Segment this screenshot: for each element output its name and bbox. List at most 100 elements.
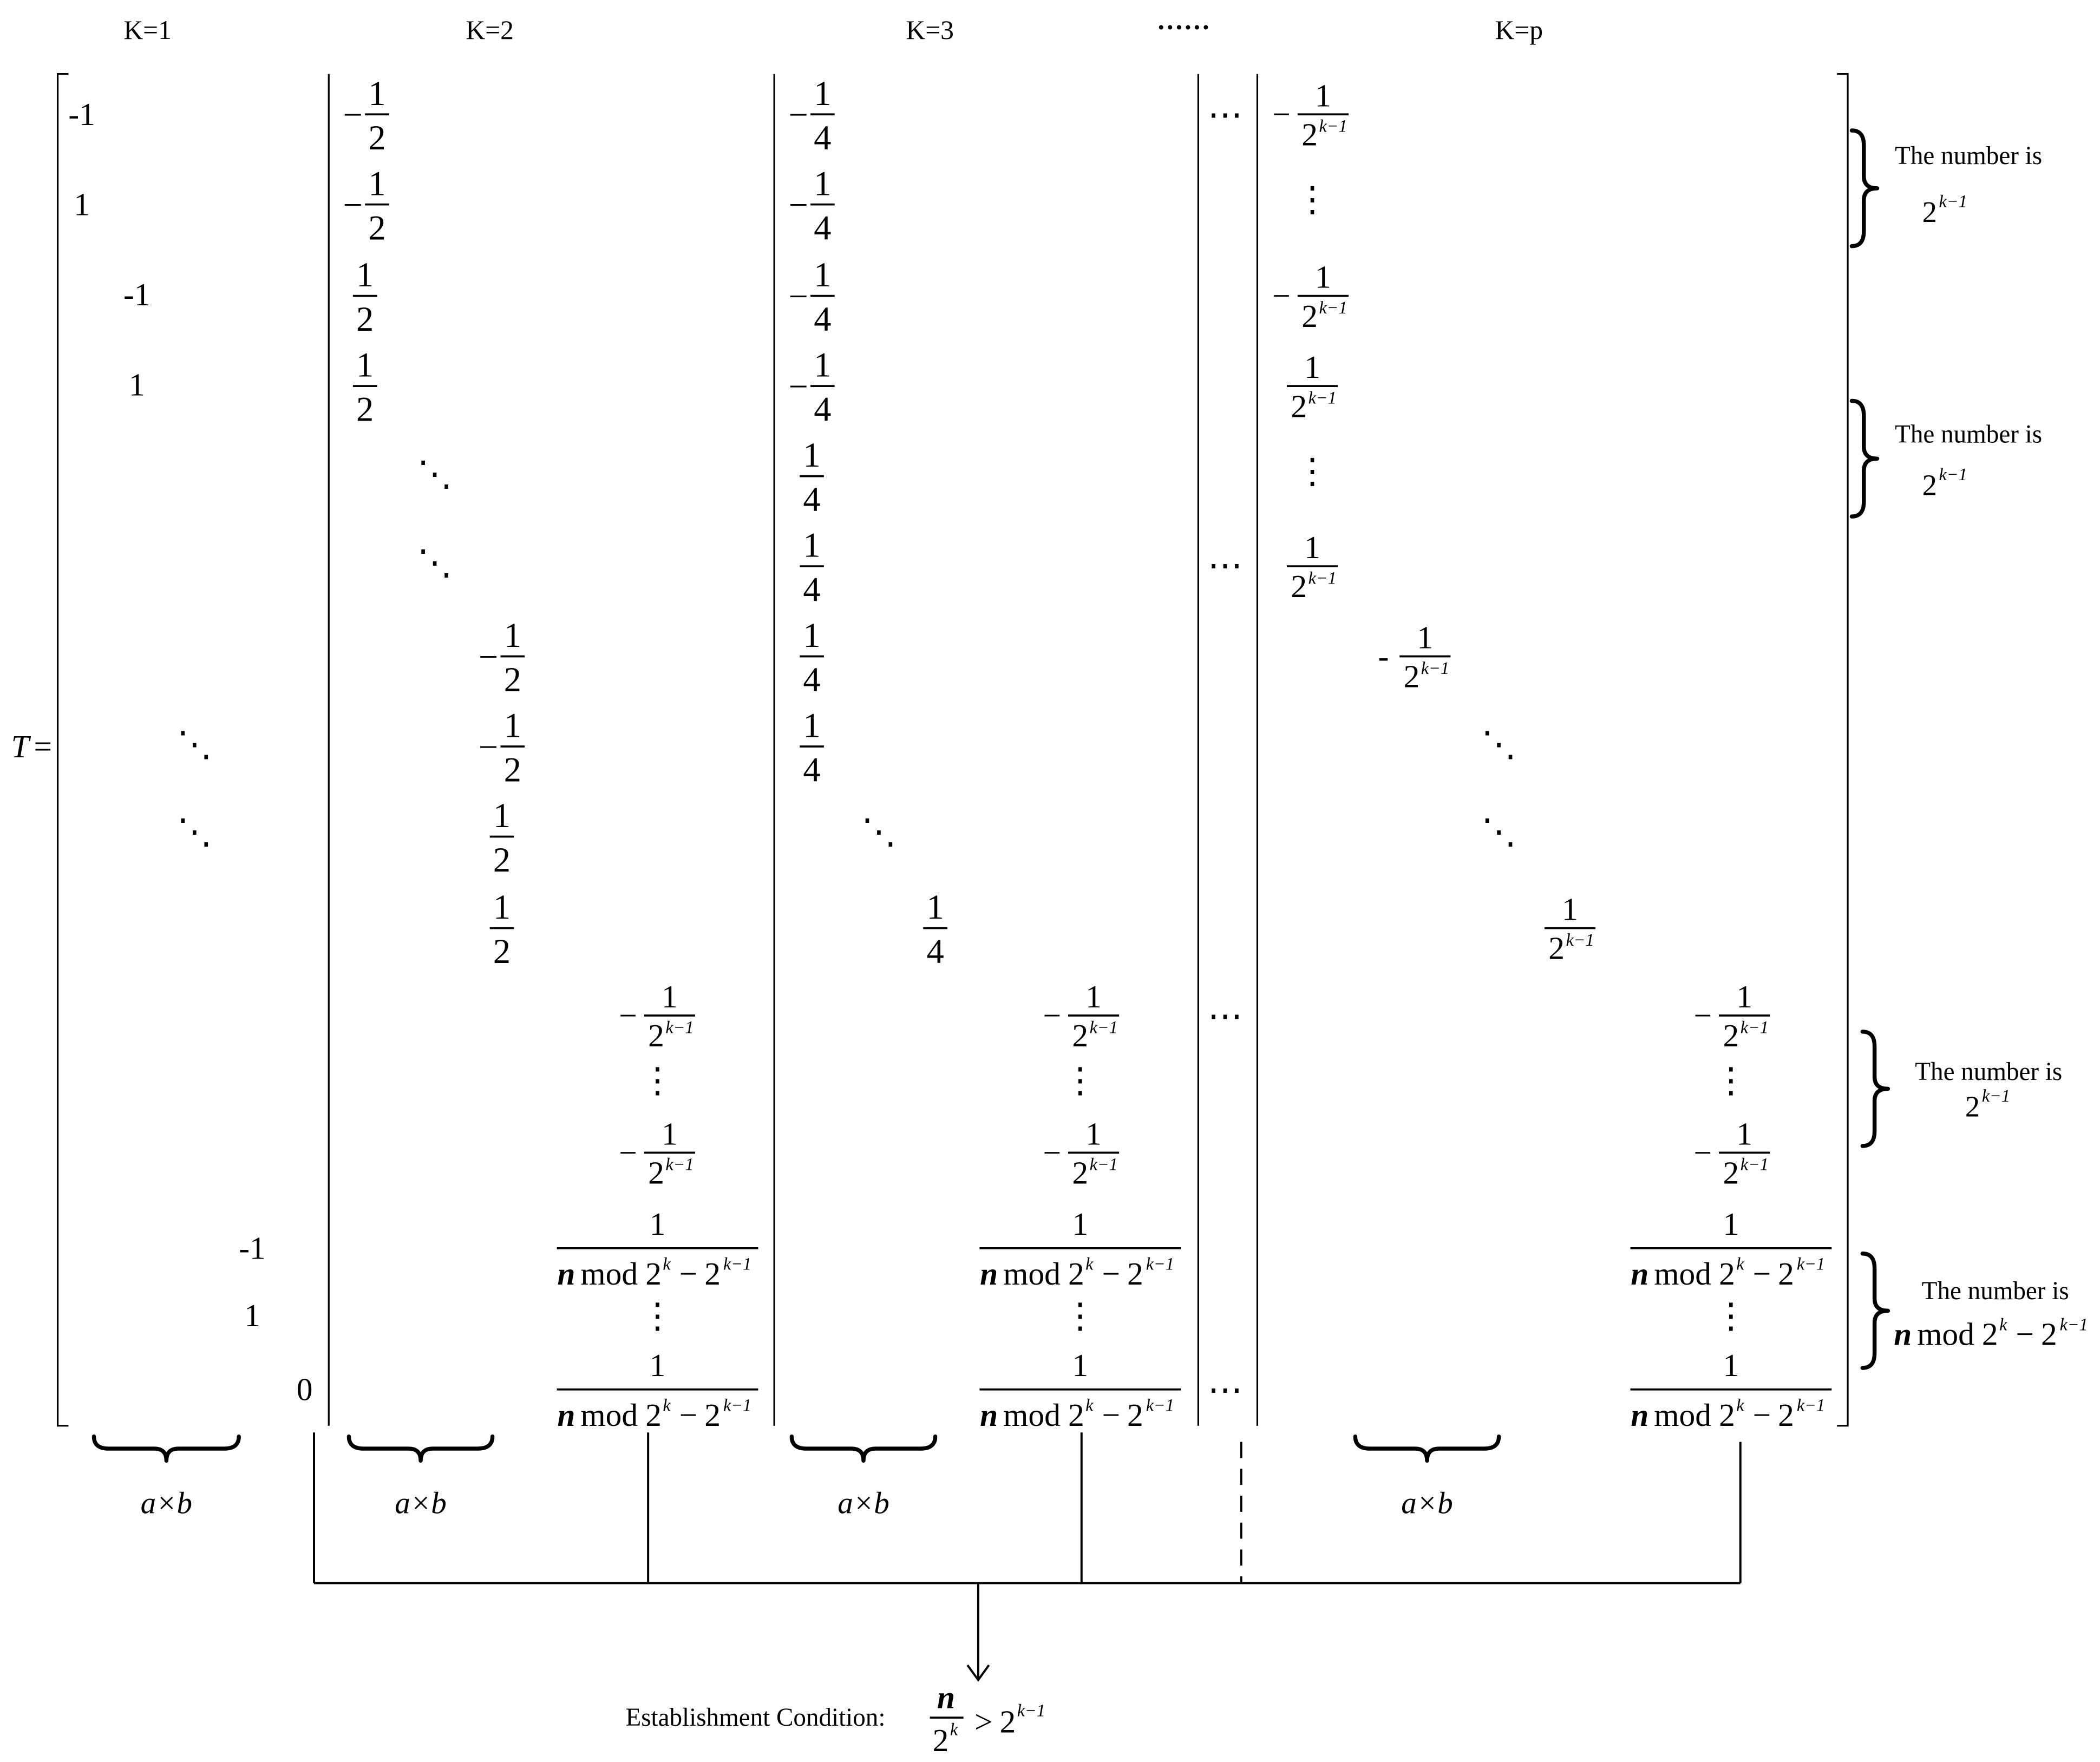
power-exponent: k−1 (1982, 1086, 2010, 1105)
fraction-denominator: 2 (493, 841, 511, 879)
power-base: 2 (1548, 931, 1565, 966)
fraction-numerator: 1 (1723, 1347, 1739, 1383)
power-exponent: k−1 (2060, 1314, 2088, 1334)
header-kp: K=p (1495, 15, 1543, 45)
power-exponent: k (1085, 1254, 1094, 1274)
matrix-entry: 1 (129, 366, 145, 402)
fraction-sign: − (1272, 96, 1291, 132)
fraction-numerator: 1 (1736, 1116, 1752, 1151)
power-exponent: k−1 (1939, 464, 1967, 484)
matrix-entry: −12 (479, 616, 525, 699)
power-exponent: k−1 (1319, 116, 1347, 135)
matrix-entry: ⋱ (417, 542, 452, 583)
fraction-denominator: 4 (814, 300, 831, 338)
fraction-numerator: 1 (1085, 1116, 1102, 1151)
matrix-entry: 1 (244, 1298, 260, 1333)
right-bracket (1837, 73, 1849, 1427)
fraction-sign: − (789, 277, 808, 316)
matrix-entry: ⋮ (1713, 1060, 1748, 1101)
matrix-entry: ⋱ (177, 811, 212, 852)
power-base: 2 (1778, 1397, 1794, 1433)
matrix-entry: 14 (800, 436, 824, 519)
fraction-numerator: 1 (1736, 979, 1752, 1014)
fraction: 14 (800, 706, 824, 789)
mod-variable-n: n (980, 1397, 998, 1433)
power-exponent: k−1 (665, 1017, 694, 1037)
matrix-entry: ⋮ (1063, 1295, 1097, 1336)
power-base: 2 (1291, 568, 1307, 604)
matrix-entry: ⋮ (640, 1060, 675, 1101)
fraction-numerator: 1 (803, 526, 820, 565)
matrix-value: -1 (239, 1230, 266, 1266)
minus-sign: − (1753, 1256, 1771, 1292)
block-size-label: a×b (141, 1486, 192, 1520)
connector-lines (313, 1432, 1742, 1682)
fraction-numerator: 1 (1723, 1206, 1739, 1242)
greater-than-sign: > (974, 1704, 993, 1739)
fraction-sign: − (343, 95, 363, 134)
matrix-entry: ⋯ (1208, 545, 1242, 586)
fraction-sign: − (1043, 1135, 1061, 1170)
matrix-entry: −12 (479, 706, 525, 789)
fraction-numerator: 1 (650, 1206, 666, 1242)
matrix-block-mid: ⋯⋯⋯⋯ (1208, 94, 1242, 1410)
ellipsis-dots: ⋱ (1481, 811, 1516, 852)
fraction: 12 (489, 888, 514, 971)
power-base: 2 (1000, 1704, 1016, 1739)
power-exponent: k−1 (665, 1155, 694, 1174)
ellipsis-dots: ⋱ (861, 811, 896, 852)
fraction-numerator: 1 (1417, 620, 1433, 656)
fraction-sign: − (619, 998, 637, 1033)
power-exponent: k−1 (1309, 568, 1337, 587)
fraction-numerator: 1 (662, 979, 678, 1014)
matrix-entry: 14 (800, 706, 824, 789)
annotation-label: The number is (1922, 1277, 2069, 1305)
power-base: 2 (1719, 1256, 1735, 1292)
matrix-entry: ⋱ (177, 724, 212, 764)
fraction: −12 (479, 616, 525, 699)
matrix-value: 0 (297, 1372, 313, 1407)
power-base: 2 (1072, 1018, 1088, 1053)
fraction-denominator: 2 (368, 208, 385, 247)
fraction-sign: − (789, 95, 808, 134)
matrix-entry: ⋱ (1481, 811, 1516, 852)
annotation-label: The number is (1895, 420, 2042, 448)
fraction-numerator: 1 (814, 346, 831, 384)
fraction-numerator: 1 (803, 616, 820, 654)
fraction-denominator: 2 (368, 119, 385, 157)
power-exponent: k−1 (1797, 1254, 1825, 1274)
fraction-numerator: 1 (1072, 1206, 1088, 1242)
block-size-brace: a×b (346, 1434, 495, 1520)
matrix-entry: ⋮ (640, 1295, 675, 1336)
fraction-numerator: 1 (1072, 1347, 1088, 1383)
power-base: 2 (1965, 1090, 1980, 1123)
minus-sign: − (1753, 1397, 1771, 1433)
mod-variable-n: n (557, 1397, 575, 1433)
fraction-denominator: 4 (803, 751, 820, 789)
matrix-entry: ⋯ (1208, 995, 1242, 1036)
fraction-sign: − (1694, 998, 1712, 1033)
matrix-entry: ⋱ (417, 454, 452, 494)
arrow-head (966, 1664, 990, 1682)
matrix-entry: ⋮ (1295, 451, 1330, 492)
power-exponent: k (950, 1719, 958, 1739)
bottom-curly-brace (91, 1434, 241, 1463)
condition-numerator: n (937, 1680, 955, 1715)
column-headers: K=1 K=2 K=3 ······ K=p (123, 12, 1543, 45)
power-base: 2 (1301, 298, 1318, 334)
header-k1: K=1 (123, 15, 172, 45)
